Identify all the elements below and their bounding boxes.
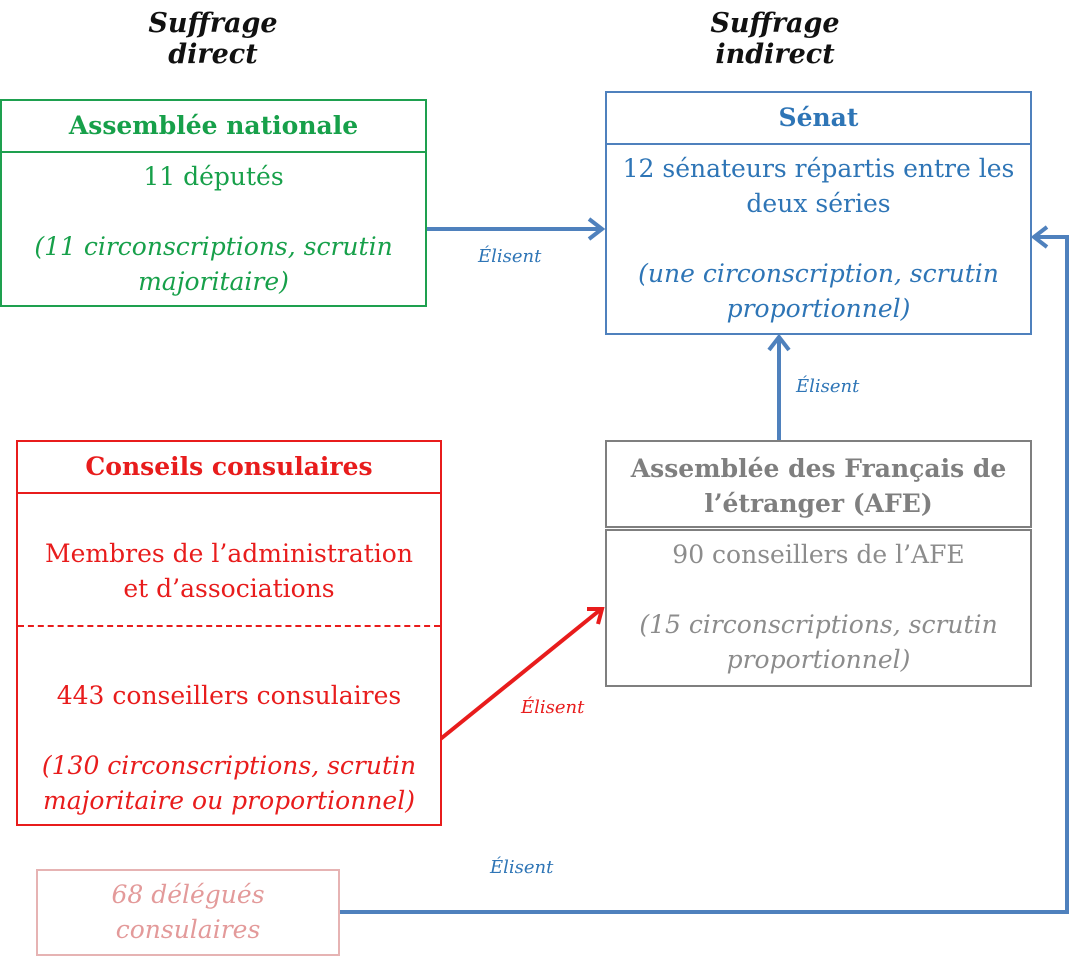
afe-title-box: Assemblée des Français de l’étranger (AF… xyxy=(605,440,1032,528)
afe-count: 90 conseillers de l’AFE xyxy=(672,540,965,569)
senat-detail-1: (une circonscription, scrutin xyxy=(638,259,999,288)
senat-count-2: deux séries xyxy=(746,189,891,218)
arrow-afe-to-senat xyxy=(767,333,791,440)
delegues-consulaires-box: 68 délégués consulaires xyxy=(36,869,340,956)
arrow-an-to-senat xyxy=(427,217,606,241)
cc-divider xyxy=(18,625,440,627)
label-delegues-to-senat: Élisent xyxy=(490,857,554,878)
label-afe-to-senat: Élisent xyxy=(796,376,860,397)
afe-title-1: Assemblée des Français de xyxy=(630,454,1007,483)
senat-title: Sénat xyxy=(607,93,1030,145)
afe-detail-1: (15 circonscriptions, scrutin xyxy=(639,610,998,639)
conseils-consulaires-box: Conseils consulaires Membres de l’admini… xyxy=(16,440,442,826)
label-an-to-senat: Élisent xyxy=(478,246,542,267)
conseils-consulaires-title: Conseils consulaires xyxy=(18,442,440,494)
delegues-line-2: consulaires xyxy=(115,915,261,944)
header-suffrage-indirect: Suffrage indirect xyxy=(710,8,840,70)
cc-detail-2: majoritaire ou proportionnel) xyxy=(43,786,415,815)
assemblee-nationale-title: Assemblée nationale xyxy=(2,101,425,153)
senat-box: Sénat 12 sénateurs répartis entre les de… xyxy=(605,91,1032,335)
assemblee-nationale-detail-1: (11 circonscriptions, scrutin xyxy=(34,232,393,261)
senat-count-1: 12 sénateurs répartis entre les xyxy=(622,154,1015,183)
assemblee-nationale-count: 11 députés xyxy=(143,162,284,191)
label-cc-to-afe: Élisent xyxy=(521,697,585,718)
afe-detail-2: proportionnel) xyxy=(726,645,911,674)
senat-detail-2: proportionnel) xyxy=(726,294,911,323)
assemblee-nationale-detail-2: majoritaire) xyxy=(138,267,289,296)
afe-title-2: l’étranger (AFE) xyxy=(704,489,933,518)
assemblee-nationale-box: Assemblée nationale 11 députés (11 circo… xyxy=(0,99,427,307)
cc-members-1: Membres de l’administration xyxy=(45,539,413,568)
cc-members-2: et d’associations xyxy=(123,574,335,603)
cc-count: 443 conseillers consulaires xyxy=(56,681,402,710)
header-suffrage-direct: Suffrage direct xyxy=(148,8,278,70)
arrow-cc-to-afe xyxy=(436,607,605,743)
cc-detail-1: (130 circonscriptions, scrutin xyxy=(41,751,417,780)
afe-body-box: 90 conseillers de l’AFE (15 circonscript… xyxy=(605,529,1032,687)
delegues-line-1: 68 délégués xyxy=(111,880,265,909)
